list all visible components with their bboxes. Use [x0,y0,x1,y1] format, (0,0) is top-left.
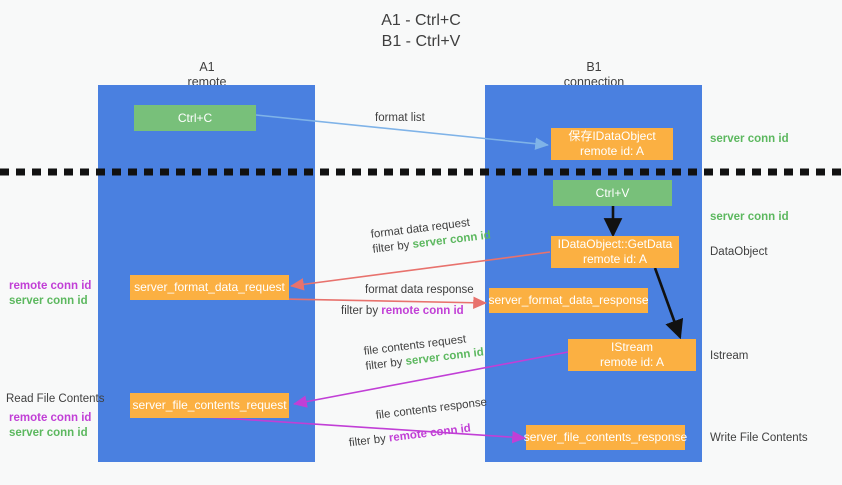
node-server-format-data-request[interactable]: server_format_data_request [130,275,289,300]
annotation-server-conn-id-top: server conn id [710,133,789,145]
annotation-server-conn-id-1: server conn id [9,295,88,307]
edge-format-data-response-filter: filter by remote conn id [341,304,474,319]
node-server-file-contents-request-label: server_file_contents_request [132,398,287,412]
annotation-server-conn-id-2: server conn id [9,427,88,439]
edge-label-format-data-request: format data request filter by server con… [370,214,492,258]
node-istream[interactable]: IStream remote id: A [568,339,696,371]
node-ctrl-c[interactable]: Ctrl+C [134,105,256,131]
filter-prefix: filter by [371,238,414,256]
annotation-server-conn-id-mid: server conn id [710,211,789,223]
edge-file-contents-response-main: file contents response [375,396,488,422]
node-istream-line1: IStream [610,340,653,354]
edge-label-format-data-response: format data response filter by remote co… [341,283,474,319]
column-b1-name: B1 [586,60,602,74]
filter-prefix: filter by [364,355,407,373]
node-server-file-contents-request[interactable]: server_file_contents_request [130,393,289,418]
edge-label-format-list: format list [375,111,425,126]
annotation-remote-conn-id-2: remote conn id [9,412,92,424]
annotation-remote-conn-id-1: remote conn id [9,280,92,292]
node-idataobject-getdata-line1: IDataObject::GetData [557,237,673,251]
edge-label-file-contents-response: file contents response filter by remote … [348,395,491,449]
node-idataobject-getdata-line2: remote id: A [582,252,648,266]
node-ctrl-v-label: Ctrl+V [595,185,630,200]
node-server-file-contents-response-label: server_file_contents_response [523,430,688,444]
edge-label-file-contents-request: file contents request filter by server c… [363,331,485,375]
filter-prefix: filter by [348,432,390,450]
column-a1-name: A1 [199,60,215,74]
filter-key-remote-conn-id: remote conn id [381,305,464,317]
node-ctrl-v[interactable]: Ctrl+V [553,180,672,206]
node-server-file-contents-response[interactable]: server_file_contents_response [523,425,688,450]
annotation-read-file-contents: Read File Contents [6,393,105,405]
annotation-write-file-contents: Write File Contents [710,432,808,444]
edge-file-contents-response-filter: filter by remote conn id [348,419,491,451]
annotation-istream: Istream [710,350,749,362]
filter-prefix: filter by [341,305,382,317]
node-save-idataobject-line1: 保存IDataObject [568,129,656,143]
node-server-format-data-response-label: server_format_data_response [488,293,649,307]
annotation-dataobject: DataObject [710,246,768,258]
node-idataobject-getdata[interactable]: IDataObject::GetData remote id: A [551,236,679,268]
node-ctrl-c-label: Ctrl+C [177,110,213,125]
diagram-title: A1 - Ctrl+C B1 - Ctrl+V [0,10,842,52]
title-line-2: B1 - Ctrl+V [381,33,461,50]
title-line-1: A1 - Ctrl+C [381,12,461,29]
node-server-format-data-response[interactable]: server_format_data_response [488,288,649,313]
filter-key-remote-conn-id: remote conn id [388,422,472,445]
node-save-idataobject[interactable]: 保存IDataObject remote id: A [551,128,673,160]
node-save-idataobject-line2: remote id: A [579,144,645,158]
edge-label-format-list-text: format list [375,112,425,124]
edge-format-data-response-main: format data response [365,284,474,296]
node-server-format-data-request-label: server_format_data_request [134,280,285,294]
node-istream-line2: remote id: A [599,355,665,369]
